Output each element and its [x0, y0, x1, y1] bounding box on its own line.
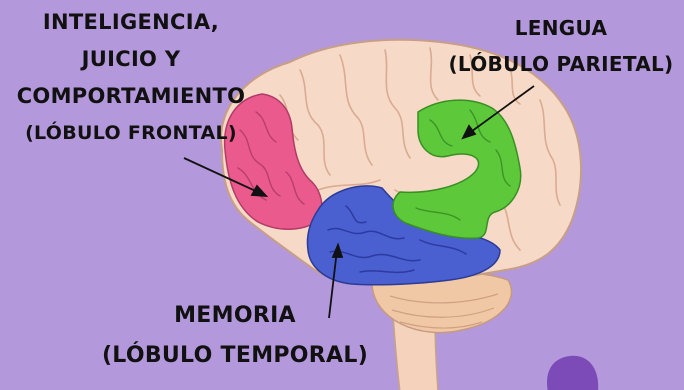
frontal-label-line1: INTELIGENCIA,	[0, 4, 262, 41]
temporal-lobe-label: MEMORIA (LÓBULO TEMPORAL)	[80, 296, 390, 376]
temporal-label-line1: MEMORIA	[80, 296, 390, 336]
temporal-label-line2: (LÓBULO TEMPORAL)	[80, 336, 390, 376]
parietal-label-line1: LENGUA	[438, 10, 684, 46]
frontal-label-line3: COMPORTAMIENTO	[0, 78, 262, 115]
frontal-lobe-label: INTELIGENCIA, JUICIO Y COMPORTAMIENTO (L…	[0, 4, 262, 152]
parietal-lobe-label: LENGUA (LÓBULO PARIETAL)	[438, 10, 684, 82]
parietal-label-line2: (LÓBULO PARIETAL)	[438, 46, 684, 82]
frontal-label-line2: JUICIO Y	[0, 41, 262, 78]
frontal-label-line4: (LÓBULO FRONTAL)	[0, 115, 262, 152]
corner-blob	[547, 356, 598, 390]
